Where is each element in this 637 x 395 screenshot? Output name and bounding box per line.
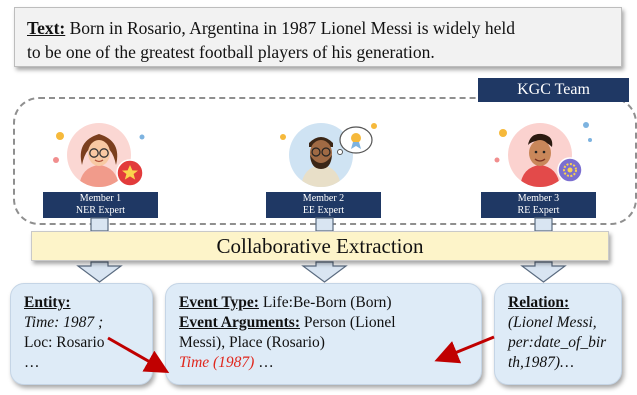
entity-output-box: Entity: Time: 1987 ; Loc: Rosario … bbox=[10, 283, 153, 385]
text-label: Text: bbox=[27, 18, 66, 38]
event-ellipsis: … bbox=[254, 354, 274, 371]
member-2-label: Member 2 EE Expert bbox=[266, 192, 381, 218]
relation-heading: Relation: bbox=[508, 294, 570, 311]
event-args-label: Event Arguments: bbox=[179, 314, 300, 331]
input-text-line1: Born in Rosario, Argentina in 1987 Lione… bbox=[65, 18, 516, 38]
event-time-arg: Time (1987) bbox=[179, 354, 255, 371]
input-text-box: Text: Born in Rosario, Argentina in 1987… bbox=[14, 7, 622, 67]
gear-badge-icon bbox=[557, 157, 583, 183]
member-1-name: Member 1 bbox=[79, 193, 122, 204]
connector-2 bbox=[315, 217, 334, 232]
down-arrow-3 bbox=[520, 261, 567, 283]
entity-loc: Loc: Rosario bbox=[24, 334, 105, 351]
down-arrow-2 bbox=[301, 261, 348, 283]
event-output-box: Event Type: Life:Be-Born (Born) Event Ar… bbox=[165, 283, 482, 385]
relation-line1: (Lionel Messi, bbox=[508, 314, 597, 331]
member-3-role: RE Expert bbox=[517, 205, 560, 216]
team-label: KGC Team bbox=[478, 78, 629, 102]
collaborative-extraction-bar: Collaborative Extraction bbox=[31, 231, 609, 261]
star-badge-icon bbox=[116, 159, 144, 187]
entity-heading: Entity: bbox=[24, 294, 71, 311]
member-3-name: Member 3 bbox=[517, 193, 560, 204]
event-type-value: Life:Be-Born (Born) bbox=[258, 294, 392, 311]
event-type-label: Event Type: bbox=[179, 294, 259, 311]
member-2-role: EE Expert bbox=[302, 205, 345, 216]
member-1-role: NER Expert bbox=[75, 205, 126, 216]
entity-ellipsis: … bbox=[24, 354, 40, 371]
down-arrow-1 bbox=[76, 261, 123, 283]
relation-line2: per:date_of_bir bbox=[508, 334, 607, 351]
event-args-value2: Messi), Place (Rosario) bbox=[179, 334, 325, 351]
input-text-line2: to be one of the greatest football playe… bbox=[27, 42, 435, 62]
member-2-avatar bbox=[289, 123, 353, 187]
member-1-label: Member 1 NER Expert bbox=[43, 192, 158, 218]
award-bubble-icon bbox=[337, 126, 373, 155]
entity-time: Time: 1987 ; bbox=[24, 314, 104, 331]
member-3-label: Member 3 RE Expert bbox=[481, 192, 596, 218]
connector-3 bbox=[534, 217, 553, 232]
relation-line3: th,1987)… bbox=[508, 354, 574, 371]
connector-1 bbox=[90, 217, 109, 232]
event-args-value1: Person (Lionel bbox=[299, 314, 396, 331]
member-2-name: Member 2 bbox=[302, 193, 345, 204]
relation-output-box: Relation: (Lionel Messi, per:date_of_bir… bbox=[494, 283, 622, 385]
